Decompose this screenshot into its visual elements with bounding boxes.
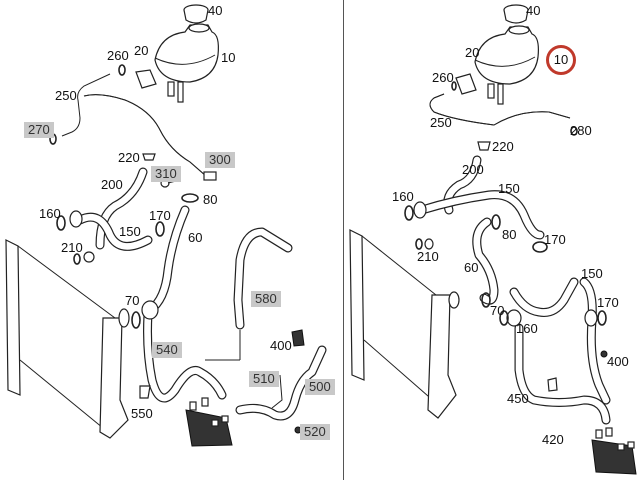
hose-60 xyxy=(472,214,501,305)
hose-200-150 xyxy=(404,155,548,253)
cap-part xyxy=(503,4,529,24)
reservoir-part xyxy=(135,23,219,103)
label-80[interactable]: 80 xyxy=(502,227,517,242)
label-10[interactable]: 10 xyxy=(221,50,236,65)
hose-580 xyxy=(205,227,293,361)
label-280[interactable]: 280 xyxy=(570,123,592,138)
radiator-part xyxy=(349,229,491,419)
label-170-lower[interactable]: 170 xyxy=(597,295,619,310)
left-line-art xyxy=(5,4,327,447)
panel-divider xyxy=(343,0,344,480)
hose-60 xyxy=(145,193,199,315)
oil-cooler-part xyxy=(185,397,233,447)
label-310[interactable]: 310 xyxy=(151,166,181,182)
label-510[interactable]: 510 xyxy=(249,371,279,387)
label-420[interactable]: 420 xyxy=(542,432,564,447)
label-540[interactable]: 540 xyxy=(152,342,182,358)
label-500[interactable]: 500 xyxy=(305,379,335,395)
label-220[interactable]: 220 xyxy=(492,139,514,154)
label-580[interactable]: 580 xyxy=(251,291,281,307)
label-550[interactable]: 550 xyxy=(131,406,153,421)
label-40[interactable]: 40 xyxy=(208,3,223,18)
cap-part xyxy=(183,4,209,24)
label-20[interactable]: 20 xyxy=(465,45,480,60)
label-400[interactable]: 400 xyxy=(607,354,629,369)
clip-220 xyxy=(142,153,156,161)
label-210[interactable]: 210 xyxy=(417,249,439,264)
label-260[interactable]: 260 xyxy=(432,70,454,85)
thermostat-hoses xyxy=(499,277,611,425)
right-diagram-panel: 40 10 20 260 250 280 220 200 150 160 80 … xyxy=(344,0,640,480)
label-170-upper[interactable]: 170 xyxy=(544,232,566,247)
label-150-lower[interactable]: 150 xyxy=(581,266,603,281)
label-70[interactable]: 70 xyxy=(490,303,505,318)
label-450[interactable]: 450 xyxy=(507,391,529,406)
label-160[interactable]: 160 xyxy=(39,206,61,221)
label-210[interactable]: 210 xyxy=(61,240,83,255)
label-300[interactable]: 300 xyxy=(205,152,235,168)
left-diagram-panel: 40 10 20 260 250 270 220 300 310 200 80 … xyxy=(5,3,335,447)
hose-200-150 xyxy=(56,167,165,265)
label-60[interactable]: 60 xyxy=(188,230,203,245)
label-70[interactable]: 70 xyxy=(125,293,140,308)
hose-540 xyxy=(141,300,227,403)
label-20[interactable]: 20 xyxy=(134,43,149,58)
hose-500 xyxy=(139,329,327,434)
label-220[interactable]: 220 xyxy=(118,150,140,165)
label-160-upper[interactable]: 160 xyxy=(392,189,414,204)
label-150[interactable]: 150 xyxy=(119,224,141,239)
right-line-art xyxy=(349,4,637,475)
label-400[interactable]: 400 xyxy=(270,338,292,353)
clip-220 xyxy=(477,141,491,151)
label-200[interactable]: 200 xyxy=(462,162,484,177)
label-160-lower[interactable]: 160 xyxy=(516,321,538,336)
label-200[interactable]: 200 xyxy=(101,177,123,192)
pipe-250 xyxy=(429,81,578,136)
label-60[interactable]: 60 xyxy=(464,260,479,275)
label-80[interactable]: 80 xyxy=(203,192,218,207)
pipe-250 xyxy=(49,64,217,181)
label-260[interactable]: 260 xyxy=(107,48,129,63)
oil-cooler-part xyxy=(591,427,637,475)
reservoir-part xyxy=(455,25,539,105)
radiator-part xyxy=(5,239,141,439)
label-250[interactable]: 250 xyxy=(430,115,452,130)
label-10-highlighted[interactable]: 10 xyxy=(546,45,576,75)
label-40[interactable]: 40 xyxy=(526,3,541,18)
label-250[interactable]: 250 xyxy=(55,88,77,103)
label-170[interactable]: 170 xyxy=(149,208,171,223)
label-150-upper[interactable]: 150 xyxy=(498,181,520,196)
label-520[interactable]: 520 xyxy=(300,424,330,440)
label-270[interactable]: 270 xyxy=(24,122,54,138)
